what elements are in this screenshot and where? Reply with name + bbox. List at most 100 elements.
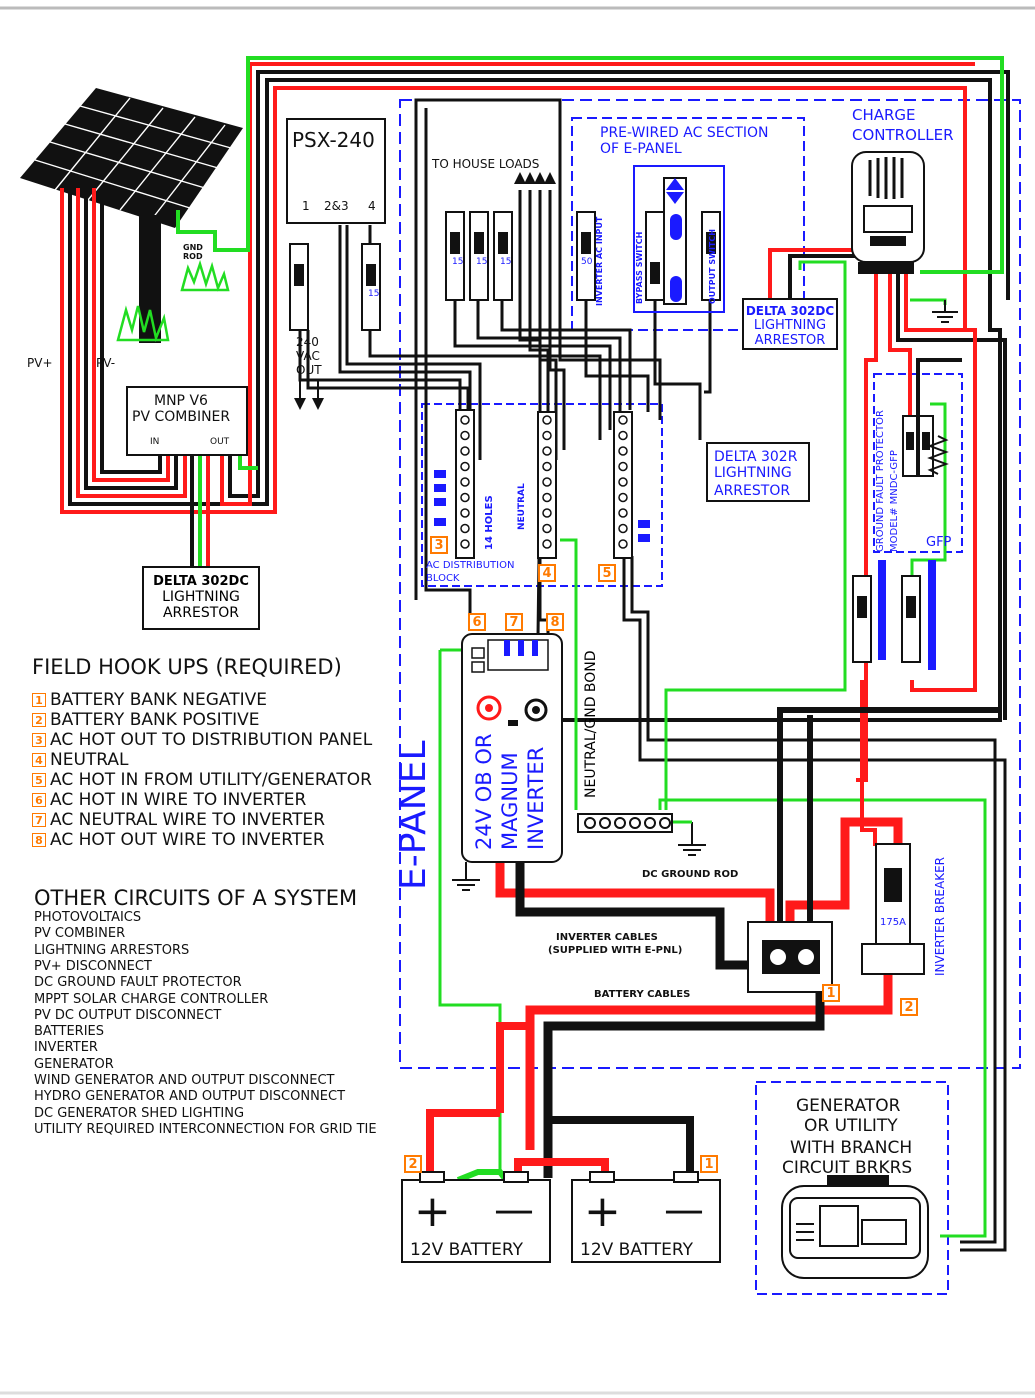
bus-hole (618, 523, 628, 534)
legend-text: BATTERY BANK POSITIVE (50, 710, 260, 730)
combiner-title: MNP V6 (154, 393, 208, 409)
legend-number: 4 (32, 753, 46, 767)
bus-hole (542, 461, 552, 472)
breaker-rating: 175A (880, 917, 906, 928)
breaker-15-b: 15 (476, 257, 488, 267)
inverter-cables-line2: (SUPPLIED WITH E-PNL) (548, 945, 683, 956)
combiner-out: OUT (210, 437, 230, 447)
holes-label: 14 HOLES (484, 495, 495, 550)
generator-border (755, 1081, 949, 1295)
ground-icons (452, 300, 958, 891)
legend-number: 6 (32, 793, 46, 807)
ac-block-line2: BLOCK (426, 573, 460, 584)
legend-text: AC HOT IN FROM UTILITY/GENERATOR (50, 770, 372, 790)
ground-bar (577, 813, 673, 833)
inverter-breaker-label: INVERTER BREAKER (933, 857, 947, 976)
other-circuit-item: PHOTOVOLTAICS (34, 910, 142, 925)
bus-hole (542, 477, 552, 487)
bus-hole (542, 430, 552, 441)
legend-number: 5 (32, 773, 46, 787)
battery1-plus: + (414, 1186, 451, 1237)
bus-hole (460, 539, 470, 549)
arrestor-dc-line2: LIGHTNING (753, 318, 827, 333)
gnd-label: GND (183, 243, 203, 252)
arrow-icons (294, 172, 556, 410)
psx-term-4: 4 (368, 199, 376, 213)
breaker-15-psx: 15 (368, 289, 380, 299)
bus-hole (542, 508, 552, 518)
psx-240-box: PSX-240 1 2&3 4 (286, 118, 386, 224)
bus-hole (460, 415, 470, 425)
tag-2-breaker: 2 (900, 998, 918, 1016)
charge-controller-line2: CONTROLLER (852, 126, 954, 144)
prewired-line1: PRE-WIRED AC SECTION (600, 125, 769, 141)
arrestor-dc-box: DELTA 302DC LIGHTNING ARRESTOR (742, 298, 838, 350)
tag-4: 4 (538, 564, 556, 582)
inverter-line3: INVERTER (524, 746, 548, 850)
bus-hole (460, 508, 470, 518)
gfp-title-label: GROUND FAULT PROTECTOR (875, 410, 886, 552)
other-circuit-item: MPPT SOLAR CHARGE CONTROLLER (34, 991, 269, 1007)
bus-hole (618, 430, 628, 441)
generator-icon (781, 1175, 929, 1279)
pv-minus-label: PV- (96, 356, 116, 370)
bus-hole (542, 523, 552, 534)
battery-icons (401, 1171, 721, 1263)
neutral-bond-label: NEUTRAL/GND BOND (583, 650, 599, 798)
bus-hole (618, 539, 628, 549)
rod-label: ROD (183, 252, 203, 261)
arrestor-dc-title: DELTA 302DC (745, 304, 835, 318)
tag-1-shunt: 1 (822, 984, 840, 1002)
legend-text: AC NEUTRAL WIRE TO INVERTER (50, 810, 326, 830)
battery2-plus: + (584, 1186, 621, 1237)
epanel-label: E-PANEL (393, 740, 434, 890)
neutral-label: NEUTRAL (517, 483, 527, 530)
bus-hole (618, 415, 628, 425)
arrestor-r-line2: LIGHTNING (714, 465, 792, 481)
combiner-subtitle: PV COMBINER (132, 409, 231, 425)
legend-text: AC HOT OUT TO DISTRIBUTION PANEL (50, 730, 373, 750)
other-circuit-item: DC GROUND FAULT PROTECTOR (34, 975, 242, 991)
legend-text: BATTERY BANK NEGATIVE (50, 690, 267, 710)
arrestor-dc-line3: ARRESTOR (754, 333, 826, 348)
legend-item: 4 NEUTRAL (32, 750, 129, 770)
gfp-label: GFP (926, 535, 952, 550)
vac-out: OUT (296, 363, 322, 377)
bus-hole (460, 477, 470, 487)
battery-cables-label: BATTERY CABLES (594, 989, 691, 1000)
arrestor-pv-box: DELTA 302DC LIGHTNING ARRESTOR (142, 566, 260, 630)
inverter-line2: MAGNUM (498, 752, 522, 850)
legend-text: NEUTRAL (50, 750, 129, 770)
prewired-line2: OF E-PANEL (600, 141, 682, 157)
legend-number: 8 (32, 833, 46, 847)
prewired-border (571, 117, 805, 331)
vac-vac: VAC (296, 349, 320, 363)
tag-7: 7 (505, 613, 523, 631)
breaker-15-a: 15 (452, 257, 464, 267)
bus-hole (460, 446, 470, 456)
tag-2-battery: 2 (404, 1155, 422, 1173)
arrestor-r-box: DELTA 302R LIGHTNING ARRESTOR (706, 442, 810, 502)
ac-block-border (421, 403, 663, 587)
bus-hole (542, 492, 552, 503)
inverter-line1: 24V OB OR (472, 733, 496, 851)
other-circuit-item: PV COMBINER (34, 926, 126, 942)
bus-hole (542, 415, 552, 425)
legend-number: 3 (32, 733, 46, 747)
legend-text: AC HOT OUT WIRE TO INVERTER (50, 830, 325, 850)
bus-hole (460, 492, 470, 503)
epanel-border (399, 99, 1021, 1069)
combiner-in: IN (150, 437, 160, 447)
other-title: OTHER CIRCUITS OF A SYSTEM (34, 886, 358, 910)
shunt-icon (747, 921, 833, 993)
breaker-icons (289, 211, 934, 663)
solar-panel (20, 88, 243, 343)
inverter-icon (461, 633, 563, 863)
pv-plus-label: PV+ (27, 356, 53, 370)
pv-combiner-box: MNP V6 PV COMBINER IN OUT (126, 386, 248, 456)
charge-controller-icon (851, 151, 925, 274)
